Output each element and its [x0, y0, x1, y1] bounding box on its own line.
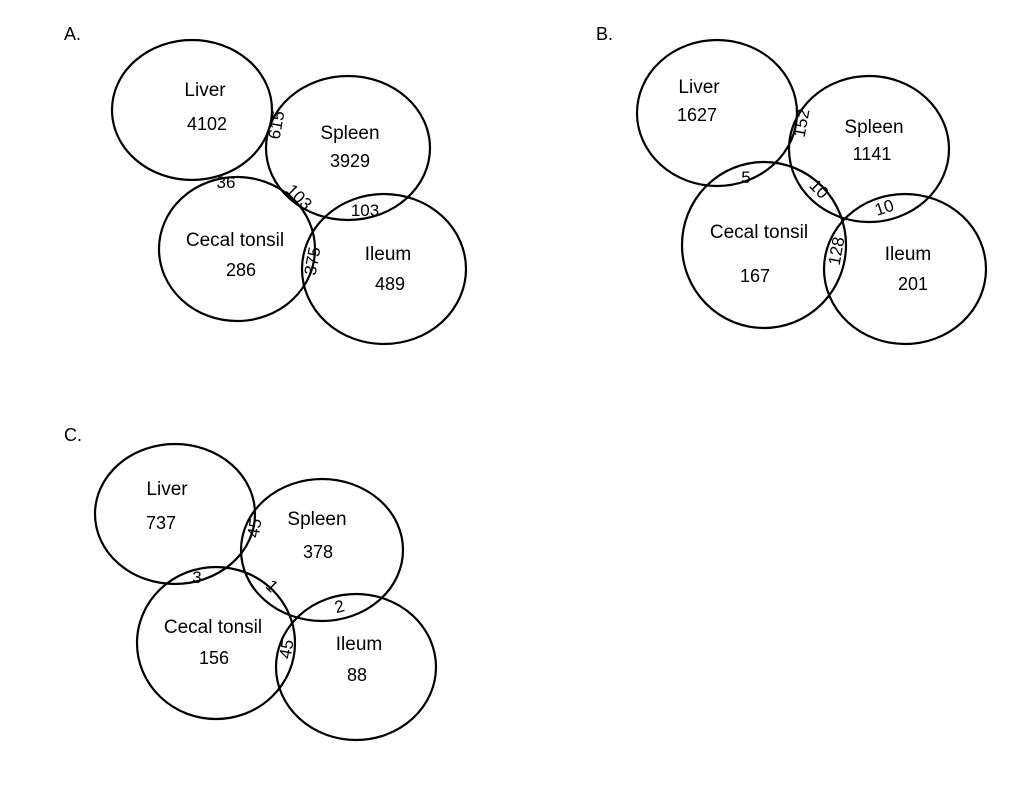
overlap-spleen-ileum: 10 [872, 196, 896, 220]
cecal-tonsil-label: Cecal tonsil [186, 230, 284, 251]
panel-a: A. Liver 4102 Spleen 3929 Cecal tonsil 2… [64, 24, 468, 346]
cecal-tonsil-circle [157, 175, 317, 323]
ileum-label: Ileum [336, 634, 382, 655]
liver-count: 737 [146, 513, 176, 533]
liver-circle [93, 442, 257, 586]
ileum-count: 489 [375, 274, 405, 294]
spleen-circle [239, 477, 405, 623]
spleen-count: 3929 [330, 151, 370, 171]
overlap-liver-cecal-tonsil: 5 [741, 168, 750, 187]
overlap-spleen-ileum: 103 [351, 201, 379, 220]
liver-count: 1627 [677, 105, 717, 125]
panel-b: B. Liver 1627 Spleen 1141 Cecal tonsil 1… [596, 24, 988, 346]
overlap-liver-cecal-tonsil: 36 [217, 173, 236, 192]
overlap-liver-cecal-tonsil: 3 [192, 568, 201, 587]
overlap-spleen-cecal-tonsil: 1 [262, 576, 282, 596]
overlap-spleen-cecal-tonsil: 103 [282, 180, 315, 213]
panel-c: C. Liver 737 Spleen 378 Cecal tonsil 156… [64, 425, 438, 742]
liver-label: Liver [184, 80, 226, 101]
overlap-cecal-tonsil-ileum: 45 [276, 638, 298, 660]
spleen-circle [787, 74, 951, 224]
cecal-tonsil-label: Cecal tonsil [710, 222, 808, 243]
panel-b-label: B. [596, 24, 613, 44]
liver-count: 4102 [187, 114, 227, 134]
cecal-tonsil-count: 156 [199, 648, 229, 668]
cecal-tonsil-count: 167 [740, 266, 770, 286]
cecal-tonsil-count: 286 [226, 260, 256, 280]
liver-label: Liver [678, 77, 720, 98]
spleen-label: Spleen [844, 117, 903, 138]
ileum-label: Ileum [885, 244, 931, 265]
spleen-label: Spleen [287, 509, 346, 530]
liver-circle [635, 38, 799, 188]
cecal-tonsil-circle [135, 565, 297, 721]
cecal-tonsil-circle [680, 160, 848, 330]
liver-label: Liver [146, 479, 188, 500]
overlap-liver-spleen: 152 [790, 107, 814, 138]
overlap-cecal-tonsil-ileum: 128 [825, 235, 849, 266]
spleen-circle [264, 74, 432, 222]
ileum-circle [822, 192, 988, 346]
ileum-circle [300, 192, 468, 346]
ileum-count: 201 [898, 274, 928, 294]
ileum-count: 88 [347, 665, 367, 685]
ileum-circle [274, 592, 438, 742]
overlap-liver-spleen: 615 [265, 109, 289, 140]
panel-a-label: A. [64, 24, 81, 44]
overlap-liver-spleen: 45 [244, 517, 266, 539]
spleen-count: 1141 [853, 144, 892, 164]
ileum-label: Ileum [365, 244, 411, 265]
cecal-tonsil-label: Cecal tonsil [164, 617, 262, 638]
overlap-spleen-ileum: 2 [333, 596, 347, 617]
liver-circle [110, 38, 274, 182]
panel-c-label: C. [64, 425, 82, 445]
spleen-count: 378 [303, 542, 333, 562]
spleen-label: Spleen [320, 123, 379, 144]
overlap-cecal-tonsil-ileum: 375 [301, 245, 325, 276]
